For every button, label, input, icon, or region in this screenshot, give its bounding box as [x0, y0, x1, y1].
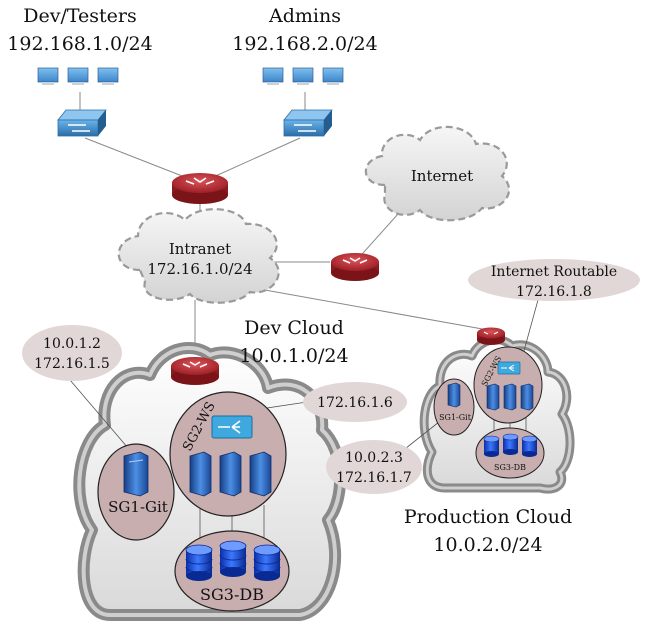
- prod-ws-ip: 172.16.1.8: [516, 284, 592, 300]
- prod-sg1-label: SG1-Git: [439, 413, 472, 422]
- prod-git-server-icon: [447, 382, 461, 408]
- prod-ws-callout: Internet Routable 172.16.1.8: [468, 259, 640, 301]
- admins-switch-icon: [283, 109, 333, 137]
- prod-db-2-icon: [502, 433, 519, 455]
- devtesters-subnet: 192.168.1.0/24: [7, 33, 152, 55]
- dev-db-3-icon: [253, 544, 281, 581]
- dev-router-icon: [171, 357, 219, 385]
- dev-ws-ip: 172.16.1.6: [317, 395, 393, 411]
- dev-ws-switch-icon: [211, 415, 253, 439]
- link-intranet-prod-router: [264, 289, 489, 331]
- prod-router-icon: [477, 327, 505, 345]
- prod-sg2-ws-group: SG2-WS: [473, 346, 543, 424]
- intranet-subnet: 172.16.1.0/24: [147, 260, 252, 278]
- prod-cloud-subnet: 10.0.2.0/24: [433, 534, 542, 556]
- internet-label: Internet: [411, 167, 473, 185]
- prod-db-3-icon: [521, 435, 538, 457]
- dev-sg1-label: SG1-Git: [108, 498, 168, 516]
- prod-cloud-title: Production Cloud: [404, 506, 572, 528]
- dev-sg3-label: SG3-DB: [200, 585, 264, 604]
- dev-cloud-subnet: 10.0.1.0/24: [239, 345, 348, 367]
- prod-sg3-label: SG3-DB: [494, 463, 526, 472]
- prod-git-ip-intranet: 172.16.1.7: [336, 470, 412, 486]
- devtesters-workstations-icon: [37, 67, 119, 85]
- intranet-cloud: Intranet 172.16.1.0/24: [117, 208, 280, 304]
- internet-router-icon: [331, 253, 379, 281]
- intranet-label: Intranet: [169, 240, 231, 258]
- prod-git-ip-private: 10.0.2.3: [345, 450, 403, 466]
- dev-ws-callout: 172.16.1.6: [303, 382, 407, 422]
- dev-cloud-title: Dev Cloud: [244, 317, 344, 339]
- dev-web-server-1-icon: [189, 451, 212, 497]
- devtesters-title: Dev/Testers: [23, 5, 137, 27]
- dev-sg3-db-group: SG3-DB: [174, 530, 290, 612]
- link-devswitch-router: [84, 137, 201, 184]
- dev-web-server-2-icon: [219, 451, 242, 497]
- dev-sg1-git-group: SG1-Git: [97, 443, 175, 541]
- dev-git-callout: 10.0.1.2 172.16.1.5: [22, 325, 122, 381]
- dev-sg2-ws-group: SG2-WS: [169, 391, 287, 517]
- prod-db-1-icon: [483, 435, 500, 457]
- dev-web-server-3-icon: [249, 451, 272, 497]
- internet-cloud: Internet: [364, 125, 510, 222]
- prod-web-server-3-icon: [520, 383, 534, 411]
- prod-sg3-db-group: SG3-DB: [475, 427, 545, 479]
- dev-db-2-icon: [219, 540, 247, 577]
- prod-web-server-2-icon: [503, 383, 517, 411]
- prod-web-server-1-icon: [486, 383, 500, 411]
- dev-db-1-icon: [185, 544, 213, 581]
- admins-subnet: 192.168.2.0/24: [232, 33, 377, 55]
- prod-git-callout: 10.0.2.3 172.16.1.7: [326, 440, 422, 494]
- core-router-icon: [172, 173, 228, 204]
- prod-ws-routable-label: Internet Routable: [491, 264, 617, 280]
- devtesters-switch-icon: [57, 109, 107, 137]
- prod-sg1-git-group: SG1-Git: [433, 378, 475, 436]
- dev-git-ip-private: 10.0.1.2: [43, 336, 101, 352]
- prod-ws-switch-icon: [497, 361, 521, 375]
- admins-workstations-icon: [262, 67, 344, 85]
- admins-title: Admins: [268, 5, 341, 27]
- dev-git-server-icon: [123, 451, 149, 497]
- dev-git-ip-intranet: 172.16.1.5: [34, 356, 110, 372]
